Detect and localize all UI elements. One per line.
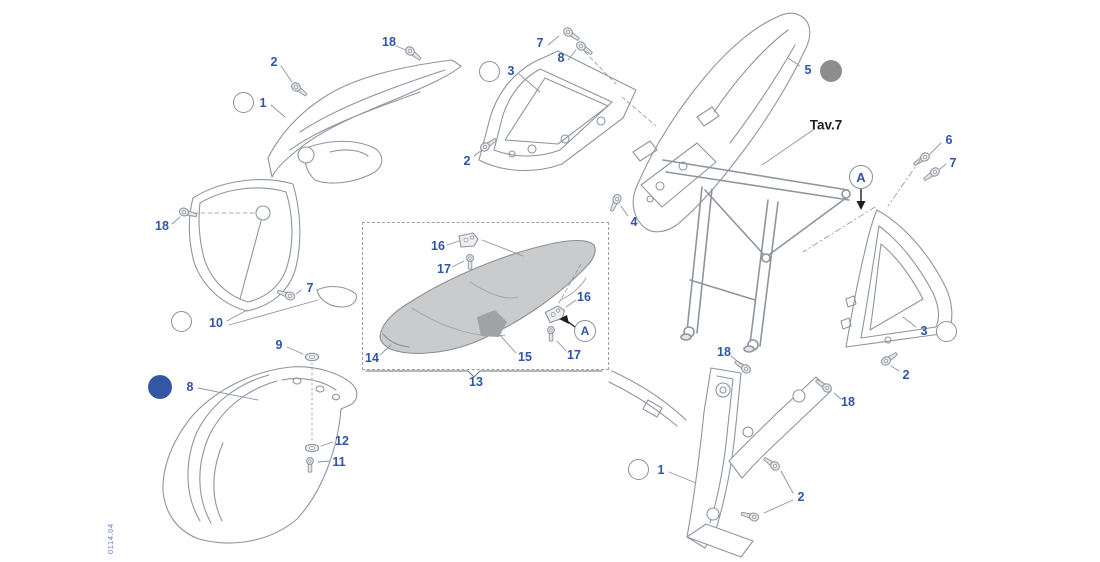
rear-fender-art — [632, 12, 811, 233]
sheet-code: 0114.04 — [106, 523, 115, 554]
callout-front-fender-part: 8 — [186, 380, 194, 394]
callout-panel-right-bolt-6: 6 — [945, 133, 953, 147]
bolt-icon — [739, 509, 761, 523]
callout-rear-panel-part: 1 — [657, 463, 665, 477]
callout-panel-right-bolt-2: 2 — [902, 368, 910, 382]
bolt-icon — [879, 349, 900, 368]
detail-view-letter: A — [856, 169, 866, 185]
callout-rear-panel-screw-a: 18 — [717, 345, 731, 359]
bolt-icon — [478, 135, 499, 154]
callout-panel-left-bolt-8: 8 — [557, 51, 565, 65]
callout-panel-right-part: 3 — [920, 324, 928, 338]
callout-air-scoop-part: 1 — [259, 96, 267, 110]
callout-front-fender-bolt: 11 — [332, 455, 346, 469]
washer-icon — [304, 443, 320, 453]
bolt-icon — [921, 165, 942, 184]
selection-circle-side-panel-left[interactable] — [479, 61, 500, 82]
air-scoop-art — [267, 59, 462, 184]
callout-rear-fender-bolt: 4 — [630, 215, 638, 229]
selection-circle-air-scoop[interactable] — [233, 92, 254, 113]
callout-rear-panel-screw-b: 18 — [841, 395, 855, 409]
callout-seat-bracket-front: 16 — [431, 239, 445, 253]
callout-panel-left-bolt-2: 2 — [463, 154, 471, 168]
bolt-icon — [607, 192, 624, 213]
selection-circle-number-plate[interactable] — [171, 311, 192, 332]
callout-front-fender-washer: 12 — [335, 434, 349, 448]
number-plate-art — [188, 179, 357, 312]
selection-circle-rear-fender-selected[interactable] — [820, 60, 842, 82]
selection-circle-side-panel-right[interactable] — [936, 321, 957, 342]
bolt-icon — [761, 454, 782, 473]
detail-view-letter: A — [580, 324, 590, 338]
bolt-icon — [561, 25, 582, 44]
callout-seat-bracket-rear: 16 — [577, 290, 591, 304]
callout-seat-screw-front: 17 — [437, 262, 451, 276]
callout-seat-base: 14 — [365, 351, 379, 365]
callout-panel-right-bolt-7: 7 — [949, 156, 957, 170]
callout-fender-grommet: 9 — [275, 338, 283, 352]
callout-plate-screw: 18 — [155, 219, 169, 233]
bolt-icon — [177, 206, 199, 220]
screw-icon — [306, 457, 314, 473]
bolt-icon — [403, 44, 424, 63]
side-panel-left-art — [478, 50, 637, 172]
bolt-icon — [275, 287, 297, 302]
callout-plate-bolt: 7 — [306, 281, 314, 295]
callout-panel-left-part: 3 — [507, 64, 515, 78]
callout-plate-part: 10 — [209, 316, 223, 330]
frame-reference-label: Tav.7 — [809, 117, 843, 133]
callout-panel-left-bolt-7: 7 — [536, 36, 544, 50]
bolt-icon — [911, 150, 932, 169]
callout-air-scoop-screw: 18 — [382, 35, 396, 49]
bolt-icon — [732, 357, 753, 376]
selection-circle-front-fender-selected[interactable] — [148, 375, 172, 399]
callout-seat-pad-insert: 15 — [518, 350, 532, 364]
grommet-icon — [304, 352, 320, 362]
detail-view-marker-seat: A — [574, 320, 596, 342]
bolt-icon — [289, 80, 310, 99]
callout-seat-assembly: 13 — [469, 375, 483, 389]
bolt-icon — [813, 376, 834, 395]
callout-air-scoop-bolt: 2 — [270, 55, 278, 69]
callout-seat-screw-rear: 17 — [567, 348, 581, 362]
selection-circle-rear-side-panel[interactable] — [628, 459, 649, 480]
subframe-art — [662, 159, 851, 353]
seat-detail-box — [362, 222, 609, 370]
callout-rear-fender-part: 5 — [804, 63, 812, 77]
bolt-icon — [574, 39, 595, 58]
detail-view-marker-frame: A — [849, 165, 873, 189]
side-panel-right-art — [840, 209, 953, 348]
callout-rear-panel-bolts: 2 — [797, 490, 805, 504]
